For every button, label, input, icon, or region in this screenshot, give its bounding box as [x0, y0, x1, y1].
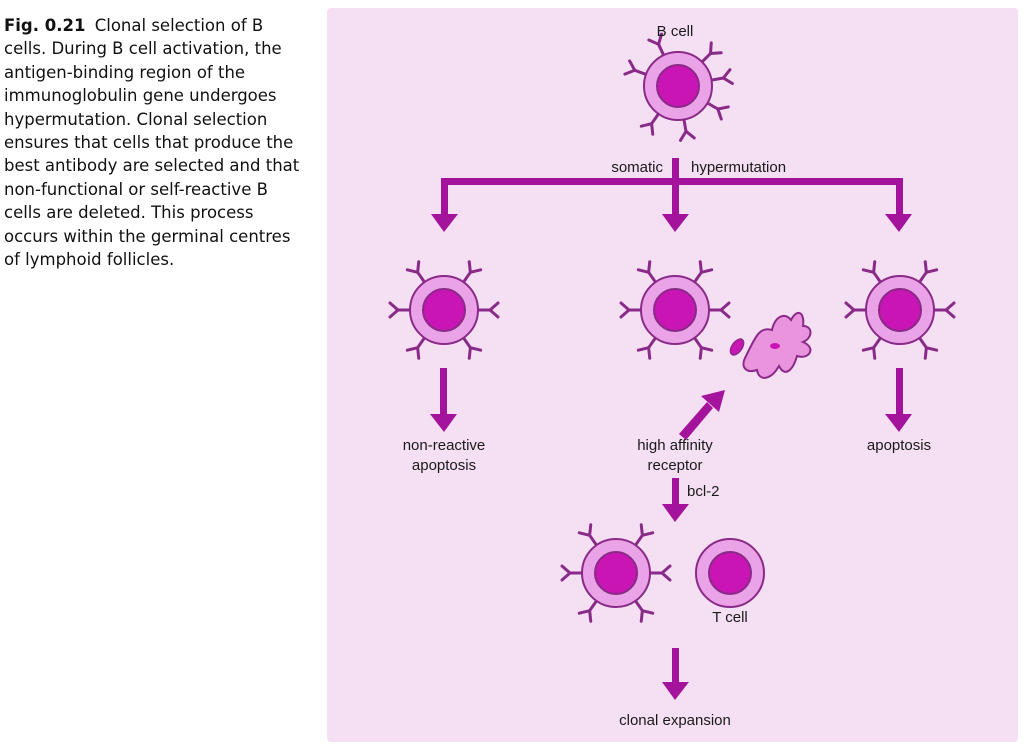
caption-text: Clonal selection of B cells. During B ce… — [4, 16, 300, 270]
hypermutation-arrows — [431, 158, 912, 232]
bcl2-label: bcl-2 — [687, 483, 720, 500]
receptor-label: receptor — [647, 457, 703, 474]
antigen — [729, 338, 745, 356]
hypermutation-label: hypermutation — [691, 159, 787, 176]
b-cell-bottom — [560, 523, 672, 623]
non-reactive-label: non-reactive — [402, 437, 486, 454]
b-cell-right — [844, 260, 956, 360]
b-cell-top — [623, 32, 734, 142]
t-cell-label: T cell — [712, 609, 748, 626]
b-cell-left — [388, 260, 500, 360]
figure-number: Fig. 0.21 — [4, 16, 86, 35]
diagram-panel: B cell somatic hypermutation non-reactiv… — [327, 8, 1018, 742]
high-affinity-label: high affinity — [637, 437, 713, 454]
t-cell — [695, 538, 765, 608]
b-cell-middle — [619, 260, 731, 360]
b-cell-label: B cell — [656, 23, 694, 40]
clonal-selection-diagram — [388, 32, 956, 700]
non-reactive-apoptosis-label: apoptosis — [411, 457, 477, 474]
outcome-arrows — [430, 368, 912, 700]
antigen-presenting-cell — [742, 311, 812, 379]
somatic-label: somatic — [611, 159, 663, 176]
figure-caption: Fig. 0.21 Clonal selection of B cells. D… — [4, 14, 304, 271]
clonal-expansion-label: clonal expansion — [619, 712, 731, 729]
apoptosis-label: apoptosis — [866, 437, 932, 454]
